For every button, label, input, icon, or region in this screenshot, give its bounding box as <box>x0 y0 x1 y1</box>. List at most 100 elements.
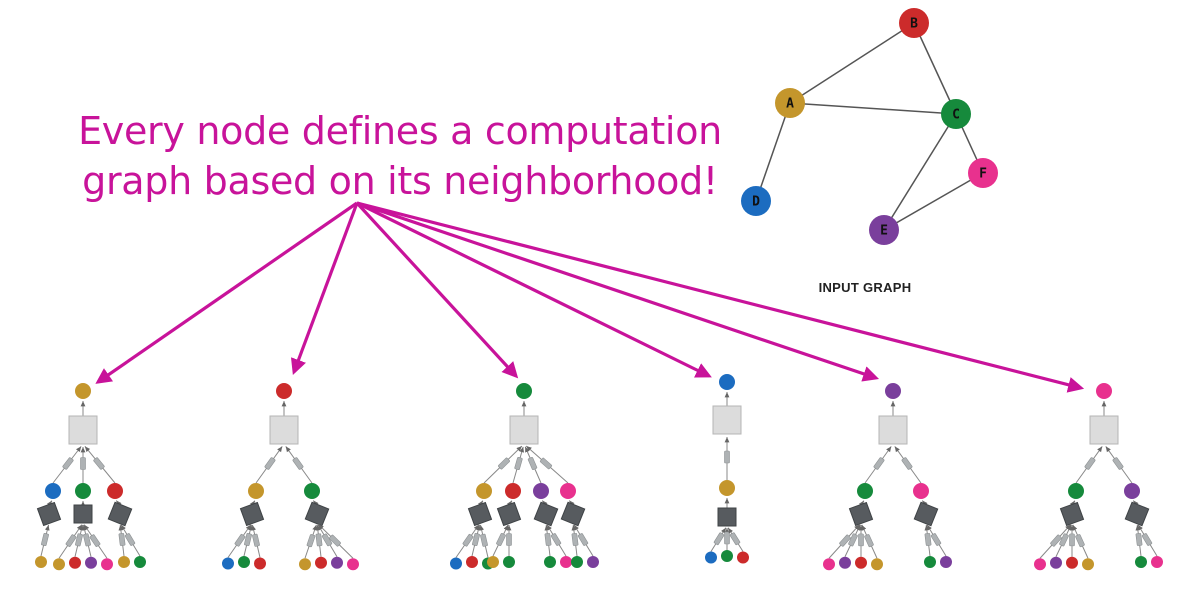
sub-aggregator-box <box>848 501 874 527</box>
weight-connector <box>930 533 942 546</box>
weight-connector <box>62 457 74 470</box>
sub-aggregator-box <box>36 501 62 527</box>
input-edge-AC <box>789 102 957 115</box>
weight-connector <box>1135 533 1143 546</box>
leaf-node-F <box>347 558 359 571</box>
weight-connector <box>264 457 276 470</box>
leaf-node-B <box>466 556 478 568</box>
leaf-node-A <box>1082 558 1094 571</box>
leaf-node-F <box>1151 556 1163 568</box>
sub-aggregator-box <box>1124 501 1150 527</box>
input-node-D: D <box>741 186 771 216</box>
weight-connector <box>514 456 523 471</box>
child-branch-E <box>1105 446 1163 568</box>
weight-connector <box>848 533 858 547</box>
weight-connector <box>329 534 341 547</box>
leaf-node-F <box>823 558 835 571</box>
leaf-node-D <box>705 551 717 564</box>
leaf-node-D <box>222 557 234 570</box>
leaf-node-C <box>238 556 250 568</box>
weight-connector <box>234 533 246 547</box>
sub-aggregator-box <box>467 501 493 527</box>
child-branch-E <box>524 446 572 568</box>
input-edge-BC <box>913 22 957 115</box>
leaf-node-C <box>544 556 556 568</box>
child-branch-F <box>525 445 599 568</box>
leaf-node-A <box>871 558 883 571</box>
weight-connector <box>118 533 126 546</box>
leaf-node-C <box>134 556 146 568</box>
input-graph-caption: INPUT GRAPH <box>818 280 912 295</box>
child-node-C <box>857 483 873 499</box>
leaf-node-A <box>53 558 65 571</box>
input-edge-EF <box>883 172 984 231</box>
weight-connector <box>315 533 323 547</box>
weight-connector <box>472 532 480 547</box>
input-node-label: A <box>786 97 794 112</box>
weight-connector <box>539 457 553 470</box>
input-edge-AB <box>789 22 915 104</box>
input-node-E: E <box>869 215 899 245</box>
sub-aggregator-box <box>496 501 522 527</box>
leaf-node-E <box>839 556 851 569</box>
child-node-C <box>1068 483 1084 499</box>
input-node-B: B <box>899 8 929 38</box>
aggregator-box <box>1089 415 1119 445</box>
weight-connector <box>244 532 252 547</box>
headline-arrow-5 <box>356 201 880 382</box>
sub-aggregator-box <box>239 501 265 527</box>
child-node-E <box>1124 483 1140 499</box>
leaf-node-B <box>855 556 867 569</box>
input-node-circle <box>869 215 899 245</box>
weight-connector <box>498 457 510 470</box>
leaf-node-F <box>101 558 113 571</box>
weight-connector <box>713 532 725 546</box>
headline-arrows <box>95 201 1085 393</box>
input-node-label: B <box>910 17 918 32</box>
headline-arrow-3 <box>355 201 519 379</box>
leaf-node-D <box>450 557 462 570</box>
weight-connector <box>252 533 260 547</box>
child-branch-A <box>222 446 283 570</box>
leaf-node-A <box>487 556 499 568</box>
weight-connector <box>858 533 864 547</box>
headline-line-2: graph based on its neighborhood! <box>82 159 718 203</box>
weight-connector <box>924 533 932 546</box>
leaf-node-B <box>737 551 749 564</box>
leaf-node-A <box>35 556 47 568</box>
weight-connector <box>83 533 91 547</box>
input-edge-CE <box>883 113 957 231</box>
aggregator-box <box>68 415 98 445</box>
sub-aggregator-box <box>560 501 586 527</box>
input-node-label: E <box>880 224 888 239</box>
child-node-F <box>560 483 576 499</box>
weight-connector <box>1141 533 1153 546</box>
target-node-D <box>719 374 735 390</box>
weight-connector <box>65 534 77 547</box>
leaf-node-C <box>924 556 936 568</box>
child-node-F <box>913 483 929 499</box>
weight-connector <box>480 533 488 547</box>
weight-connector <box>527 457 538 470</box>
weight-connector <box>93 457 105 470</box>
leaf-node-E <box>940 556 952 568</box>
leaf-node-E <box>85 556 97 569</box>
input-node-A: A <box>775 88 805 118</box>
sub-aggregator-box <box>73 504 93 524</box>
leaf-node-E <box>1050 556 1062 569</box>
headline-text: Every node defines a computation graph b… <box>60 106 740 206</box>
sub-aggregator-box <box>913 501 939 527</box>
computation-tree-A <box>35 383 146 571</box>
computation-tree-E <box>823 383 952 571</box>
weight-connector <box>550 533 562 546</box>
child-branch-A <box>705 437 749 564</box>
weight-connector <box>41 532 49 547</box>
child-branch-C <box>1034 446 1103 571</box>
child-node-C <box>75 483 91 499</box>
weight-connector <box>864 534 874 548</box>
leaf-node-A <box>118 556 130 568</box>
weight-connector <box>577 533 589 546</box>
child-branch-A <box>450 445 523 570</box>
headline-arrow-6 <box>356 201 1085 393</box>
